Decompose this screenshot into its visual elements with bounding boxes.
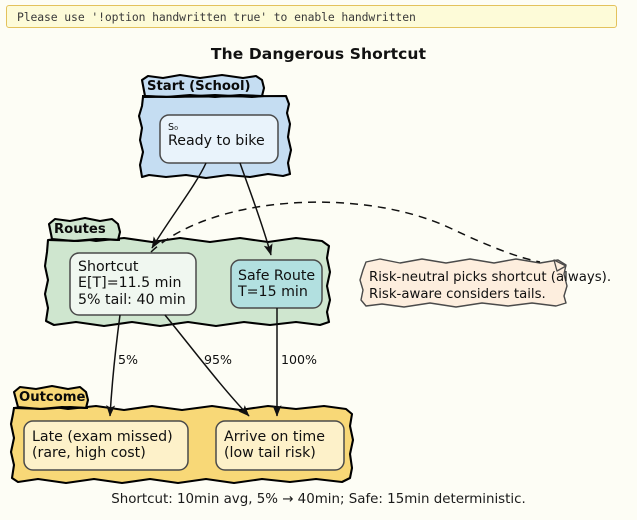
note-risk-fold-icon — [553, 259, 567, 272]
cluster-outcome-tab-baseline — [12, 405, 89, 411]
banner-message: Please use '!option handwritten true' to… — [17, 9, 416, 24]
edge-shortcut-to-late — [106, 314, 121, 417]
node-safe-route[interactable] — [230, 259, 323, 309]
diagram-caption: Shortcut: 10min avg, 5% → 40min; Safe: 1… — [111, 492, 526, 507]
edge-shortcut-to-note — [150, 201, 541, 263]
edge-start-to-safe — [239, 162, 273, 256]
cluster-routes — [43, 216, 332, 328]
edges — [106, 162, 541, 417]
note-risk[interactable] — [359, 258, 568, 308]
cluster-routes-tab — [47, 216, 122, 243]
node-s0[interactable] — [159, 114, 279, 164]
node-shortcut[interactable] — [69, 252, 197, 316]
cluster-routes-tab-baseline — [47, 237, 121, 243]
handwritten-option-banner: Please use '!option handwritten true' to… — [6, 5, 617, 28]
edge-shortcut-to-arrive — [164, 314, 250, 417]
cluster-start — [137, 73, 293, 180]
cluster-outcome-tab — [12, 384, 90, 411]
cluster-outcome — [9, 384, 355, 485]
node-arrive[interactable] — [215, 420, 345, 471]
note-risk-body — [359, 258, 568, 308]
edge-start-to-shortcut — [151, 162, 207, 249]
diagram-title: The Dangerous Shortcut — [210, 45, 427, 63]
cluster-start-tab-baseline — [141, 93, 265, 99]
cluster-start-tab — [140, 73, 266, 99]
node-late[interactable] — [23, 420, 189, 471]
